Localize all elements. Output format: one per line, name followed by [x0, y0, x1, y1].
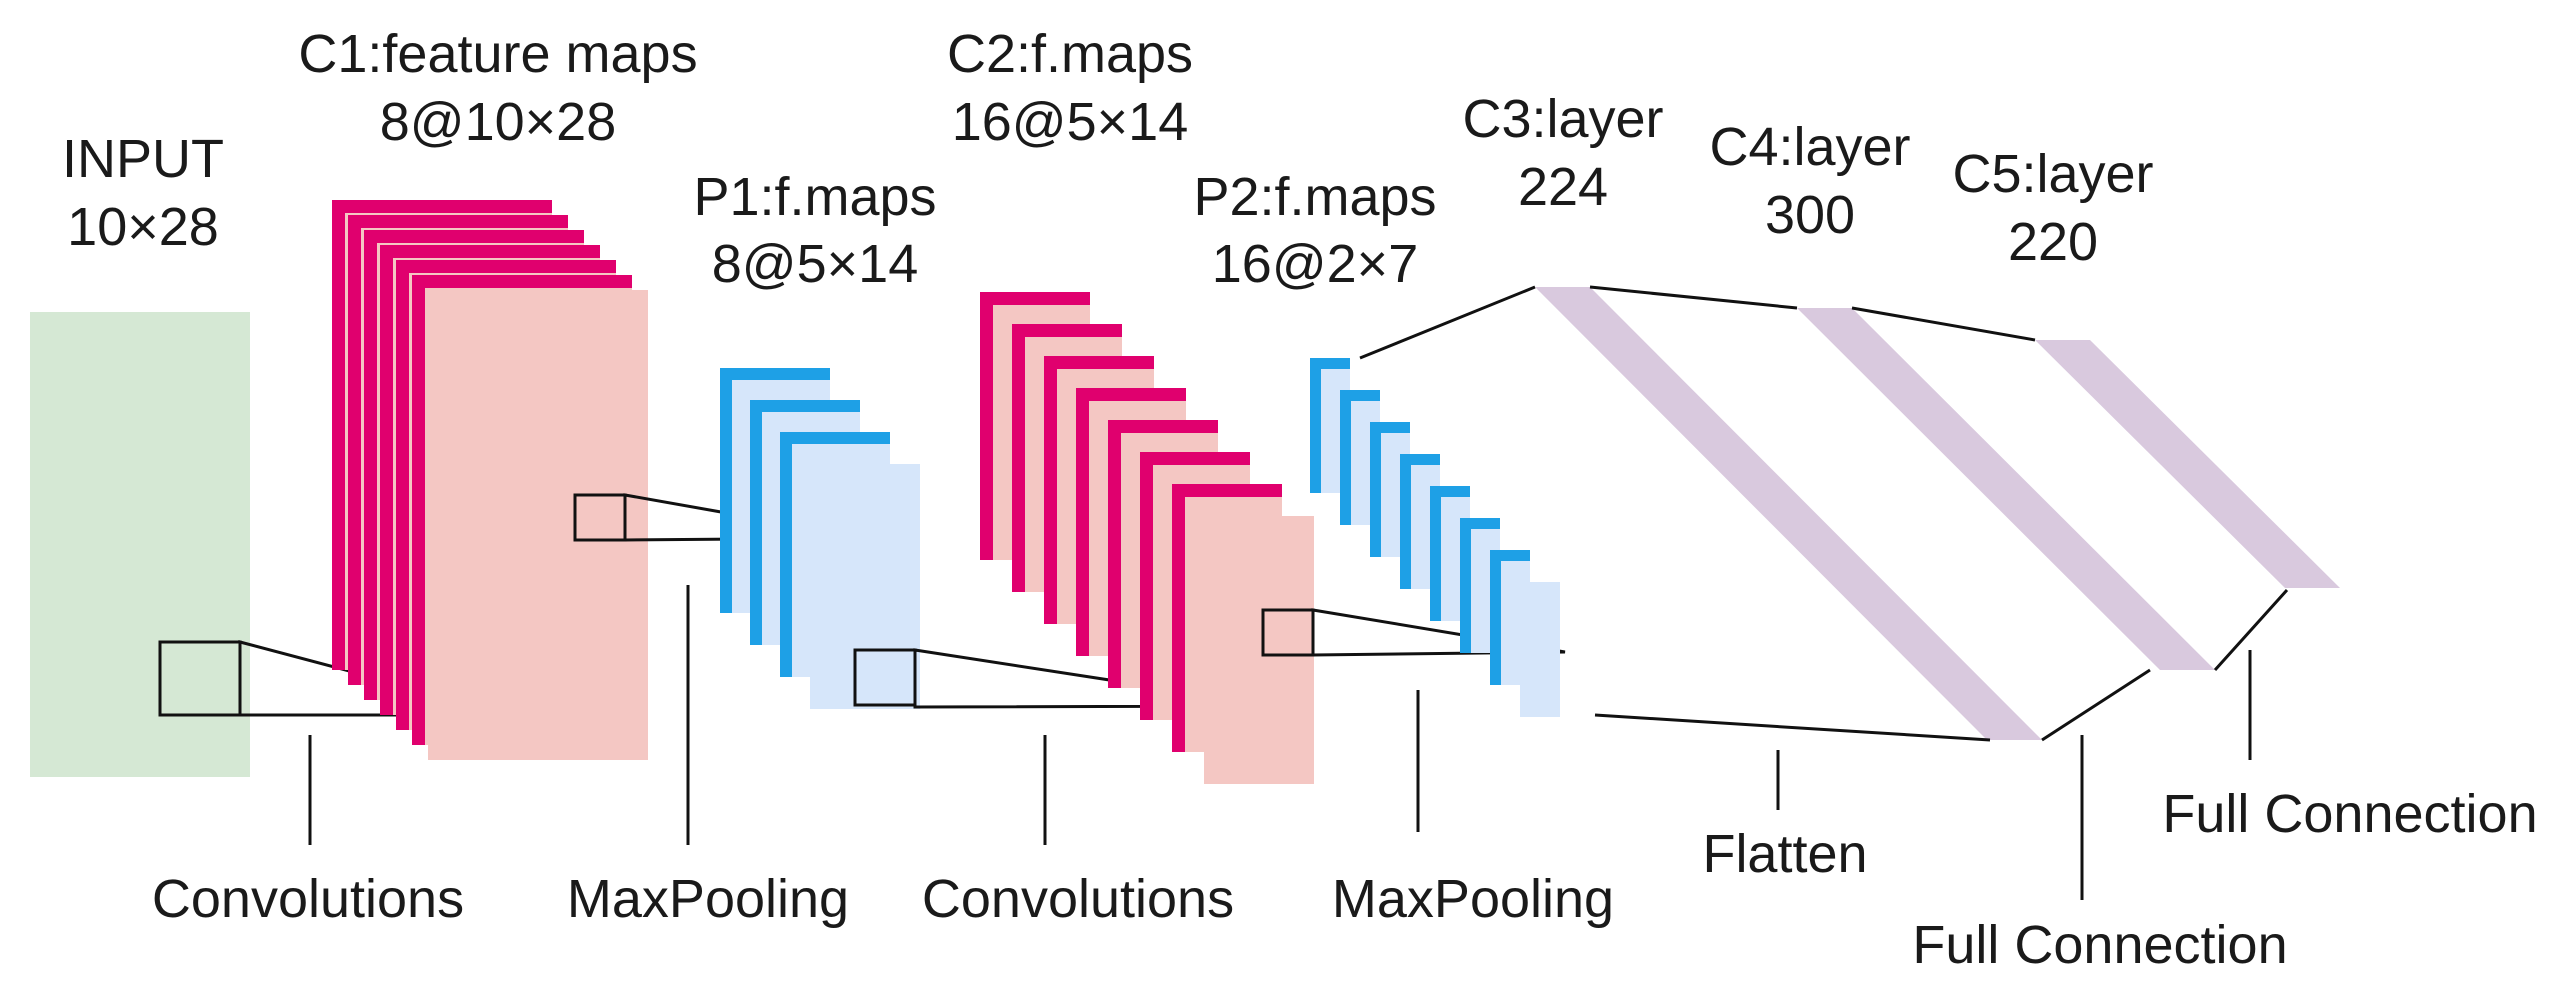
p1-plate-edge [780, 432, 890, 444]
fc2-op-label: Full Connection [2162, 784, 2537, 844]
c5-dims: 220 [2008, 212, 2098, 272]
p1-plate-edge [750, 400, 860, 412]
c2-plate-edge [1044, 356, 1057, 624]
p2-plate-edge [1310, 358, 1321, 493]
p2-plate-edge [1430, 486, 1441, 621]
p2-label: P2:f.maps [1193, 167, 1436, 227]
c2-plate-edge [1172, 484, 1185, 752]
p2-plate [1520, 582, 1560, 717]
c1-plate-edge [412, 275, 632, 288]
p1-plate [810, 464, 920, 709]
c2-plate-edge [1108, 420, 1121, 688]
p2-plate-edge [1430, 486, 1470, 497]
c2-plate-edge [980, 292, 1090, 305]
pool1-op-label: MaxPooling [567, 869, 849, 929]
p2-plate-edge [1460, 518, 1471, 653]
c2-plate-edge [1140, 452, 1153, 720]
c4-label: C4:layer [1709, 117, 1910, 177]
c1-plate-edge [364, 230, 377, 700]
c1-plate-edge [396, 260, 409, 730]
fc1-op-label: Full Connection [1912, 915, 2287, 975]
c2-plate-edge [1044, 356, 1154, 369]
p1-label: P1:f.maps [693, 167, 936, 227]
c1-plate-edge [380, 245, 393, 715]
operation-pointers [308, 585, 2252, 900]
p2-plate-edge [1490, 550, 1530, 561]
p2-plate-edge [1310, 358, 1350, 369]
c2-plate-edge [1012, 324, 1122, 337]
c2-plate-edge [1108, 420, 1218, 433]
c2-plate-edge [1172, 484, 1282, 497]
c2-plate [1204, 516, 1314, 784]
c1-feature-map-stack [332, 200, 648, 760]
c1-plate [428, 290, 648, 760]
c1-label: C1:feature maps [298, 24, 697, 84]
c3-layer-bar [1535, 287, 2042, 740]
c2-plate-edge [1140, 452, 1250, 465]
p2-plate-edge [1340, 390, 1351, 525]
pool2-kernel [1261, 608, 1566, 657]
c1-dims: 8@10×28 [380, 92, 617, 152]
conv1-op-label: Convolutions [152, 869, 464, 929]
p2-dims: 16@2×7 [1212, 234, 1418, 294]
c5-layer-bar [2035, 340, 2340, 588]
p2-plate-edge [1370, 422, 1410, 433]
p1-plate-edge [720, 368, 830, 380]
c4-layer-bar [1797, 308, 2215, 670]
p1-plate-edge [780, 432, 792, 677]
c2-feature-map-stack [980, 292, 1314, 784]
c1-plate-edge [348, 215, 361, 685]
c2-plate-edge [1012, 324, 1025, 592]
connection-lines [1359, 285, 2289, 742]
c4-dims: 300 [1765, 185, 1855, 245]
c1-plate-edge [412, 275, 425, 745]
p1-feature-map-stack [720, 368, 920, 709]
c2-dims: 16@5×14 [952, 92, 1189, 152]
input-dims: 10×28 [67, 197, 219, 257]
p2-plate-edge [1400, 454, 1440, 465]
c1-plate-edge [348, 215, 568, 228]
c1-plate-edge [332, 200, 552, 213]
c3-label: C3:layer [1462, 89, 1663, 149]
c1-plate-edge [364, 230, 584, 243]
c5-label: C5:layer [1952, 144, 2153, 204]
p2-plate-edge [1400, 454, 1411, 589]
flatten-op-label: Flatten [1702, 824, 1867, 884]
input-label: INPUT [62, 129, 224, 189]
c1-plate-edge [380, 245, 600, 258]
p2-plate-edge [1490, 550, 1501, 685]
c2-plate-edge [980, 292, 993, 560]
p2-plate-edge [1460, 518, 1500, 529]
p2-feature-map-stack [1310, 358, 1560, 717]
p1-dims: 8@5×14 [712, 234, 918, 294]
c2-plate-edge [1076, 388, 1089, 656]
c2-plate-edge [1076, 388, 1186, 401]
p1-plate-edge [750, 400, 762, 645]
c2-label: C2:f.maps [947, 24, 1193, 84]
c3-dims: 224 [1518, 157, 1608, 217]
p2-plate-edge [1370, 422, 1381, 557]
conv2-kernel [853, 648, 1279, 709]
p1-plate-edge [720, 368, 732, 613]
input-block [30, 312, 250, 777]
pool2-op-label: MaxPooling [1332, 869, 1614, 929]
conv2-op-label: Convolutions [922, 869, 1234, 929]
p2-plate-edge [1340, 390, 1380, 401]
c1-plate-edge [396, 260, 616, 273]
c1-plate-edge [332, 200, 345, 670]
